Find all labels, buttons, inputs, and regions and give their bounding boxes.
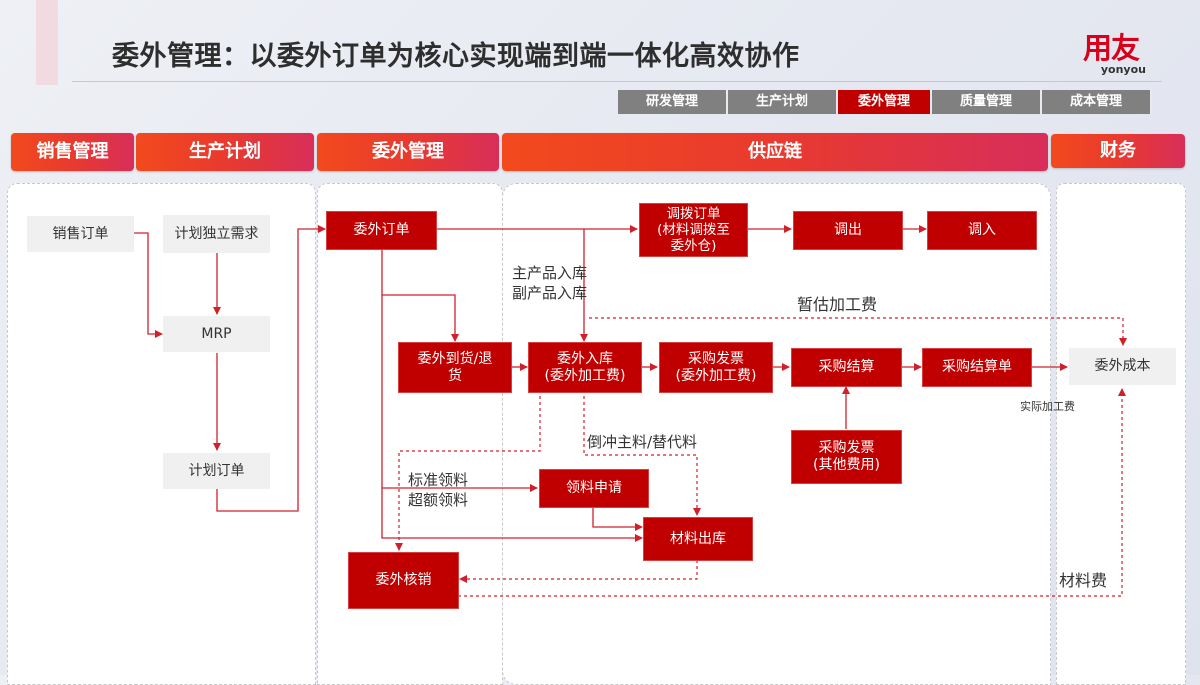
label-estimated-fee: 暂估加工费	[797, 295, 878, 314]
edge-sales-order-to-mrp	[134, 232, 163, 338]
node-sales-order[interactable]: 销售订单	[27, 216, 134, 252]
node-independent-demand[interactable]: 计划独立需求	[163, 215, 270, 253]
node-planned-order[interactable]: 计划订单	[163, 453, 270, 489]
logo-en: yonyou	[1100, 63, 1146, 76]
lane-header-sales: 销售管理	[11, 133, 134, 171]
tab-production-plan[interactable]: 生产计划	[728, 90, 838, 114]
yonyou-logo: 用友 yonyou	[1076, 32, 1146, 76]
tab-rd-management[interactable]: 研发管理	[618, 90, 728, 114]
node-label: 计划独立需求	[174, 225, 259, 242]
tab-cost-management[interactable]: 成本管理	[1042, 90, 1152, 114]
edge-order-to-material-issue	[381, 488, 643, 542]
title-divider	[72, 81, 1162, 82]
label-main-by-product: 主产品入库 副产品入库	[512, 264, 588, 302]
edge-order-to-arrival	[381, 247, 459, 342]
tab-quality-management[interactable]: 质量管理	[932, 90, 1042, 114]
label-standard-over-picking: 标准领料 超额领料	[408, 471, 469, 509]
lane-sales	[7, 183, 137, 685]
node-material-issue[interactable]: 材料出库	[643, 517, 753, 561]
decorative-bar	[36, 0, 58, 85]
edge-planned-order-to-outsource-order	[216, 225, 326, 512]
node-outsource-arrival-return[interactable]: 委外到货/退 货	[398, 342, 512, 393]
lane-header-outsourcing: 委外管理	[317, 133, 499, 171]
node-purchase-invoice-other[interactable]: 采购发票 (其他费用)	[791, 430, 902, 484]
node-outsource-writeoff[interactable]: 委外核销	[348, 552, 459, 609]
lane-production-plan	[135, 183, 316, 685]
edge-estimated-fee-to-cost	[589, 317, 1127, 346]
lane-header-supply-chain: 供应链	[502, 133, 1048, 171]
label-backflush: 倒冲主料/替代料	[587, 433, 698, 451]
edge-request-to-issue	[592, 507, 643, 531]
page-title: 委外管理：以委外订单为核心实现端到端一体化高效协作	[112, 41, 800, 72]
node-outsource-order[interactable]: 委外订单	[326, 211, 437, 250]
tab-outsourcing-management[interactable]: 委外管理	[838, 90, 932, 114]
node-material-request[interactable]: 领料申请	[539, 469, 649, 508]
lane-header-production-plan: 生产计划	[136, 133, 314, 171]
node-transfer-order[interactable]: 调拨订单 (材料调拨至 委外仓)	[639, 203, 748, 257]
lane-finance	[1056, 183, 1186, 685]
label-material-cost: 材料费	[1059, 571, 1108, 590]
node-transfer-out[interactable]: 调出	[793, 211, 903, 250]
module-nav: 研发管理 生产计划 委外管理 质量管理 成本管理	[618, 90, 1152, 114]
lane-header-finance: 财务	[1051, 134, 1185, 168]
logo-cn: 用友	[1082, 31, 1140, 65]
node-purchase-invoice-fee[interactable]: 采购发票 (委外加工费)	[659, 342, 773, 393]
node-mrp[interactable]: MRP	[163, 316, 270, 352]
edge-issue-to-writeoff	[459, 560, 698, 583]
node-outsource-cost[interactable]: 委外成本	[1069, 348, 1176, 385]
node-purchase-settlement[interactable]: 采购结算	[791, 348, 902, 387]
label-actual-fee: 实际加工费	[1020, 400, 1075, 413]
node-outsource-receipt[interactable]: 委外入库 (委外加工费)	[528, 342, 642, 393]
edge-receipt-to-writeoff	[395, 390, 541, 551]
node-purchase-settlement-doc[interactable]: 采购结算单	[922, 348, 1032, 387]
node-transfer-in[interactable]: 调入	[927, 211, 1037, 250]
edge-backflush-to-issue	[583, 390, 701, 516]
